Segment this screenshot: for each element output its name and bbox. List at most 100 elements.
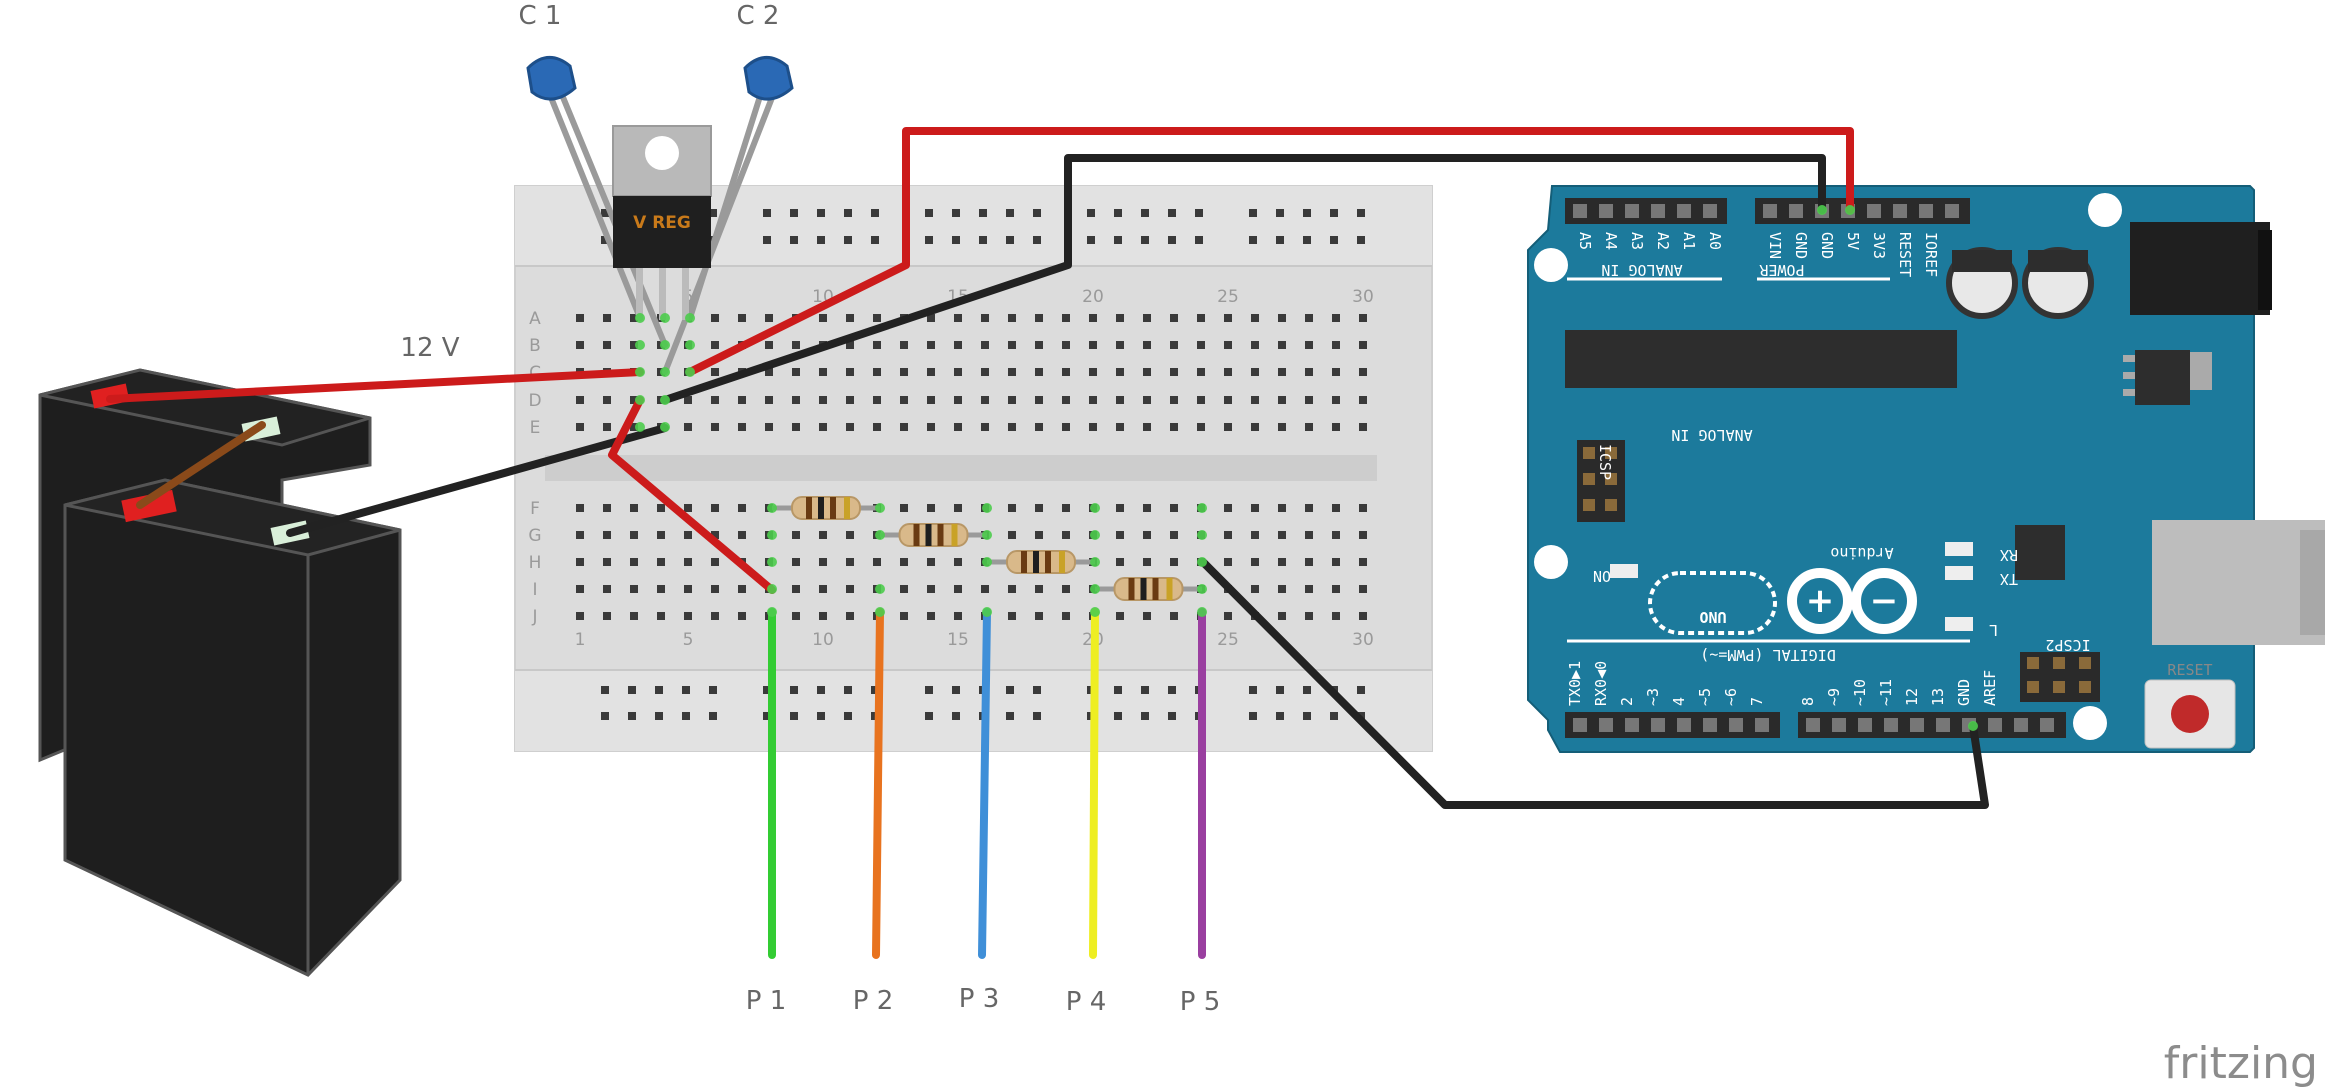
breadboard-hole — [1143, 423, 1151, 431]
breadboard-hole — [846, 612, 854, 620]
breadboard-rail-hole — [1249, 236, 1257, 244]
breadboard-rail-hole — [1006, 712, 1014, 720]
breadboard-rail-hole — [790, 236, 798, 244]
breadboard-hole — [873, 368, 881, 376]
column-number: 30 — [1352, 287, 1374, 307]
breadboard-rail-hole — [871, 236, 879, 244]
breadboard-hole — [1305, 531, 1313, 539]
breadboard-hole — [954, 612, 962, 620]
breadboard-rail-hole — [1357, 236, 1365, 244]
breadboard-hole — [1359, 396, 1367, 404]
breadboard-hole — [1224, 423, 1232, 431]
reset-label: RESET — [2167, 661, 2212, 679]
breadboard-hole — [1278, 423, 1286, 431]
breadboard-hole — [1062, 423, 1070, 431]
breadboard-hole — [1251, 558, 1259, 566]
brand-label: Arduino — [1830, 544, 1893, 562]
breadboard-rail-hole — [1330, 712, 1338, 720]
digital-pin-label: 8 — [1799, 697, 1817, 706]
breadboard-rail-hole — [952, 209, 960, 217]
analog-pin-label: A0 — [1706, 232, 1724, 250]
breadboard-hole — [1035, 585, 1043, 593]
row-letter: G — [528, 526, 541, 546]
breadboard-hole — [684, 396, 692, 404]
breadboard-hole — [711, 396, 719, 404]
breadboard-rail-hole — [1303, 236, 1311, 244]
wire-gnd-arduino — [661, 154, 1826, 404]
breadboard-hole — [1035, 368, 1043, 376]
breadboard-hole — [819, 585, 827, 593]
breadboard-rail-hole — [871, 209, 879, 217]
digital-pin-label: AREF — [1981, 670, 1999, 706]
breadboard-hole — [1305, 558, 1313, 566]
voltage-regulator: V REG — [612, 125, 712, 320]
power-pin-label: 3V3 — [1870, 232, 1888, 259]
breadboard-hole — [711, 531, 719, 539]
breadboard-rail-hole — [709, 712, 717, 720]
row-letter: J — [531, 607, 537, 627]
breadboard-hole — [1359, 368, 1367, 376]
breadboard-rail-hole — [601, 686, 609, 694]
breadboard-hole — [981, 423, 989, 431]
breadboard-hole — [1278, 396, 1286, 404]
breadboard-hole — [711, 423, 719, 431]
analog-pin-label: A2 — [1654, 232, 1672, 250]
digital-pin-label: GND — [1955, 679, 1973, 706]
breadboard-rail-hole — [1087, 236, 1095, 244]
breadboard-hole — [900, 558, 908, 566]
breadboard-hole — [1008, 423, 1016, 431]
breadboard-hole — [1062, 396, 1070, 404]
breadboard-hole — [1251, 504, 1259, 512]
breadboard-hole — [954, 558, 962, 566]
breadboard-hole — [603, 341, 611, 349]
breadboard-hole — [1197, 396, 1205, 404]
row-letter: A — [529, 309, 541, 329]
breadboard-hole — [1035, 612, 1043, 620]
column-number: 25 — [1217, 630, 1239, 650]
breadboard-rail-hole — [655, 686, 663, 694]
breadboard-hole — [603, 504, 611, 512]
breadboard-hole — [1251, 368, 1259, 376]
c1-label: C 1 — [519, 1, 562, 31]
power-label: POWER — [1758, 261, 1804, 279]
breadboard-hole — [1332, 341, 1340, 349]
breadboard-rail-hole — [817, 686, 825, 694]
breadboard-hole — [1116, 558, 1124, 566]
breadboard-hole — [927, 612, 935, 620]
breadboard-hole — [1197, 423, 1205, 431]
usb-port — [2152, 520, 2325, 645]
breadboard-hole — [1197, 314, 1205, 322]
breadboard-hole — [873, 396, 881, 404]
breadboard-hole — [1035, 396, 1043, 404]
digital-pin-label: ~3 — [1644, 688, 1662, 706]
breadboard-hole — [657, 531, 665, 539]
breadboard-rail-hole — [1276, 686, 1284, 694]
breadboard-hole — [1359, 558, 1367, 566]
breadboard-rail-hole — [1357, 686, 1365, 694]
breadboard-hole — [576, 504, 584, 512]
breadboard-rail-hole — [682, 712, 690, 720]
breadboard-hole — [1359, 314, 1367, 322]
breadboard-rail-hole — [925, 686, 933, 694]
breadboard-hole — [1116, 368, 1124, 376]
breadboard-rail-hole — [1276, 209, 1284, 217]
breadboard-hole — [1332, 314, 1340, 322]
l-label: L — [1989, 621, 1998, 639]
breadboard-hole — [1089, 341, 1097, 349]
breadboard-hole — [1062, 531, 1070, 539]
arduino-uno-board: + − ANALOG IN ANALOG IN POWER UNO Arduin… — [1527, 185, 2325, 753]
breadboard-hole — [630, 504, 638, 512]
breadboard-hole — [630, 585, 638, 593]
breadboard-hole — [1332, 504, 1340, 512]
breadboard-rail-hole — [1168, 712, 1176, 720]
resistor-3 — [987, 550, 1095, 574]
breadboard-rail-hole — [979, 236, 987, 244]
breadboard-hole — [1251, 314, 1259, 322]
breadboard-hole — [1170, 531, 1178, 539]
breadboard-rail-hole — [952, 686, 960, 694]
breadboard-hole — [1116, 423, 1124, 431]
breadboard-hole — [873, 341, 881, 349]
breadboard-hole — [927, 423, 935, 431]
breadboard-hole — [1332, 585, 1340, 593]
